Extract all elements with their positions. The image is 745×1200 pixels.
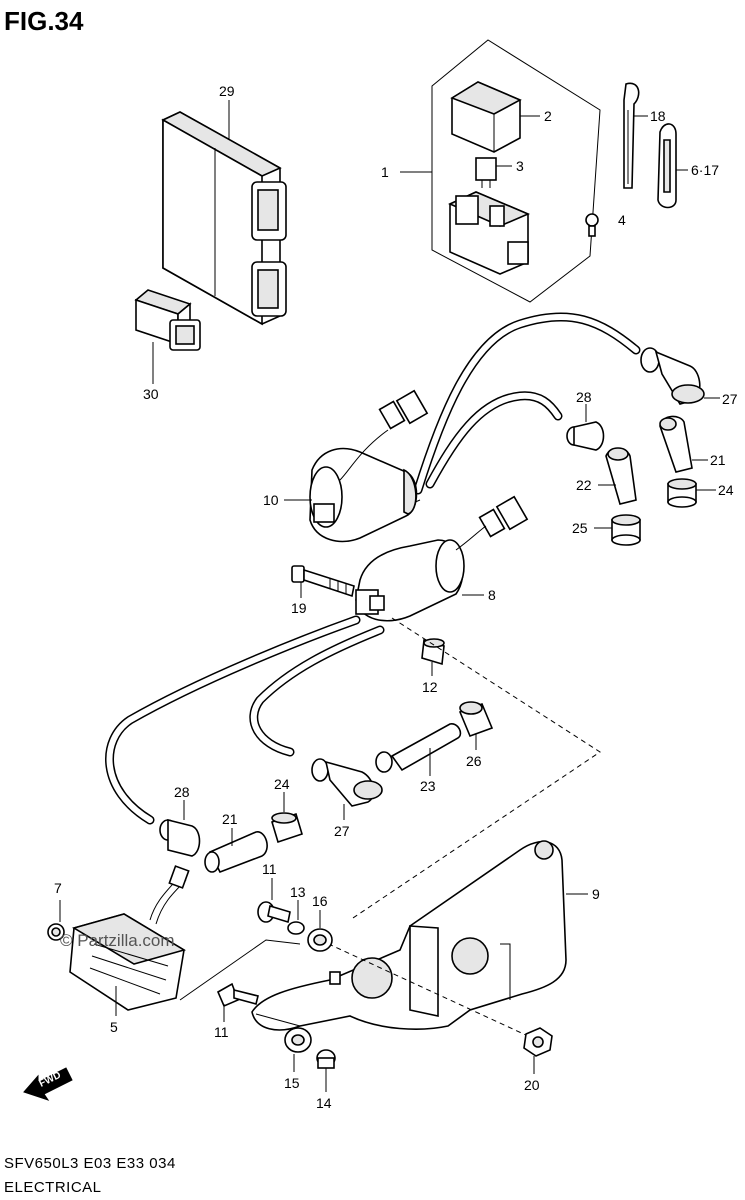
boot-22[interactable] [605, 447, 637, 505]
callout-27-upper: 27 [722, 391, 738, 407]
callout-23: 23 [420, 778, 436, 794]
callout-16: 16 [312, 893, 328, 909]
callout-21-upper: 21 [710, 452, 726, 468]
cap-28-upper[interactable] [566, 421, 605, 451]
callout-7: 7 [54, 880, 62, 896]
callout-4: 4 [618, 212, 626, 228]
bracket-9[interactable] [251, 840, 567, 1031]
callout-24-upper: 24 [718, 482, 734, 498]
clamp-6-17[interactable] [657, 123, 677, 209]
bolt-11-lower[interactable] [216, 982, 259, 1008]
callout-27-lower: 27 [334, 823, 350, 839]
figure-title: FIG.34 [4, 6, 84, 36]
starter-relay-body[interactable] [448, 191, 531, 275]
callout-10: 10 [263, 492, 279, 508]
sleeve-12[interactable] [421, 638, 445, 666]
upper-coil-leads [413, 312, 641, 495]
grommet-24-upper[interactable] [667, 478, 697, 508]
callout-15: 15 [284, 1075, 300, 1091]
callout-5: 5 [110, 1019, 118, 1035]
spark-plug-cap-27-lower[interactable] [311, 758, 383, 807]
collar-14[interactable] [316, 1049, 336, 1069]
relay-30[interactable] [134, 289, 201, 351]
callout-9: 9 [592, 886, 600, 902]
forward-direction-arrow: FWD [23, 1067, 73, 1101]
boot-21-lower[interactable] [204, 831, 268, 874]
callout-30: 30 [143, 386, 159, 402]
grommet-15[interactable] [284, 1027, 312, 1053]
bolt-19[interactable] [291, 565, 355, 598]
callout-24-lower: 24 [274, 776, 290, 792]
callout-21-lower: 21 [222, 811, 238, 827]
callout-14: 14 [316, 1095, 332, 1111]
callout-6-17: 6·17 [691, 162, 719, 178]
bolt-11-upper[interactable] [257, 901, 291, 924]
callout-25: 25 [572, 520, 588, 536]
callout-29: 29 [219, 83, 235, 99]
screw-4[interactable] [585, 213, 599, 237]
callout-26: 26 [466, 753, 482, 769]
callout-12: 12 [422, 679, 438, 695]
callout-11-lower: 11 [214, 1024, 229, 1040]
grommet-24-lower[interactable] [271, 812, 303, 844]
lower-coil-leads [105, 615, 385, 825]
assembly-line-5 [179, 939, 301, 1001]
callout-2: 2 [544, 108, 552, 124]
nut-20[interactable] [523, 1027, 553, 1057]
grommet-26[interactable] [458, 701, 494, 738]
callout-1: 1 [381, 164, 389, 180]
assembly-dash-line-1 [349, 617, 601, 921]
grommet-25[interactable] [611, 514, 641, 546]
ignition-coil-10[interactable] [309, 389, 429, 543]
callout-3: 3 [516, 158, 524, 174]
starter-relay-assembly-outline [431, 39, 601, 303]
ignition-coil-8[interactable] [355, 495, 529, 622]
relay-cover-2[interactable] [450, 81, 522, 153]
callout-22: 22 [576, 477, 592, 493]
callout-20: 20 [524, 1077, 540, 1093]
callout-28-lower: 28 [174, 784, 190, 800]
model-code: SFV650L3 E03 E33 034 [4, 1155, 176, 1172]
regulator-5[interactable] [69, 865, 190, 1011]
boot-23[interactable] [375, 723, 462, 773]
boot-21-upper[interactable] [659, 415, 693, 473]
section-name: ELECTRICAL [4, 1179, 102, 1196]
ecm-unit[interactable] [161, 111, 287, 326]
bolt-7[interactable] [47, 923, 65, 941]
cap-28-lower[interactable] [159, 818, 201, 857]
grommet-16[interactable] [307, 928, 333, 952]
callout-18: 18 [650, 108, 666, 124]
callout-13: 13 [290, 884, 306, 900]
cable-tie-18[interactable] [623, 82, 640, 189]
watermark: © Partzilla.com [60, 931, 175, 950]
callout-19: 19 [291, 600, 307, 616]
callout-8: 8 [488, 587, 496, 603]
assembly-dash-line-2 [319, 939, 529, 1037]
fuse-3[interactable] [475, 157, 497, 188]
spark-plug-cap-27-upper[interactable] [640, 347, 705, 405]
callout-28-upper: 28 [576, 389, 592, 405]
callout-11-upper: 11 [262, 861, 277, 877]
collar-13[interactable] [287, 921, 305, 935]
